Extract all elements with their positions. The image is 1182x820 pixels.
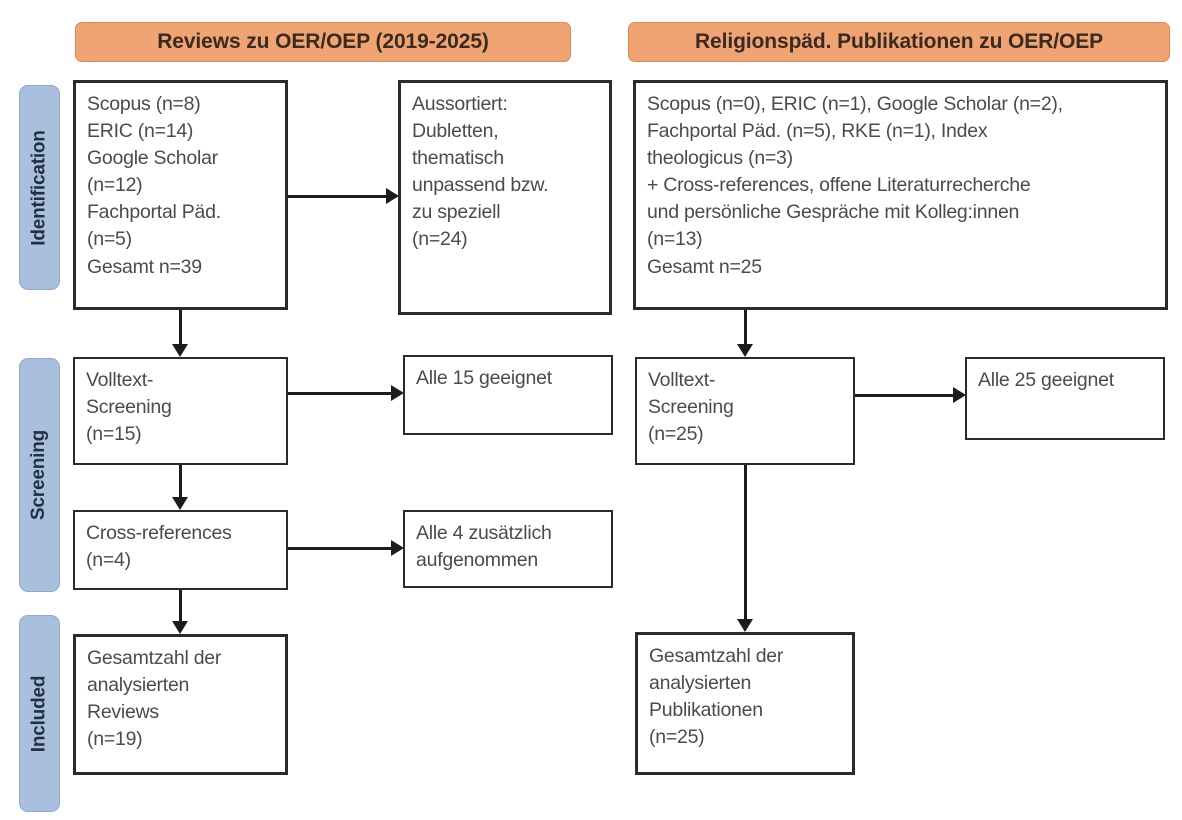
box-line: (n=25) <box>649 726 705 749</box>
stage-label-screening-text: Screening <box>28 429 50 521</box>
box-line: Aussortiert: <box>412 93 508 115</box>
box-line: (n=25) <box>648 423 704 446</box>
connector-left-fulltext-to-crossref <box>179 465 182 497</box>
box-left-included-total: Gesamtzahl der analysierten Reviews (n=1… <box>73 634 288 775</box>
box-line: analysierten <box>649 672 752 695</box>
box-line: aufgenommen <box>416 549 538 572</box>
box-left-fulltext-screening: Volltext- Screening (n=15) <box>73 357 288 465</box>
stage-label-identification-text: Identification <box>28 129 50 246</box>
box-line: (n=19) <box>87 728 143 751</box>
box-line: Screening <box>648 396 734 419</box>
box-line: Screening <box>86 396 172 419</box>
box-right-included-total: Gesamtzahl der analysierten Publikatione… <box>635 632 855 775</box>
box-line: Alle 25 geeignet <box>978 369 1114 391</box>
arrow-head-left-fulltext-to-crossref <box>172 497 188 510</box>
connector-right-fulltext-to-included <box>744 465 747 619</box>
stage-label-screening: Screening <box>19 358 60 592</box>
box-line: Reviews <box>87 701 159 724</box>
box-line: (n=24) <box>412 228 468 251</box>
connector-left-crossref-to-included <box>179 590 182 621</box>
box-line: Google Scholar <box>87 147 218 170</box>
box-right-eligible: Alle 25 geeignet <box>965 357 1165 440</box>
box-line: Gesamtzahl der <box>87 647 222 669</box>
column-banner-reviews: Reviews zu OER/OEP (2019-2025) <box>75 22 571 62</box>
connector-left-fulltext-to-eligible <box>288 392 391 395</box>
box-left-eligible: Alle 15 geeignet <box>403 355 613 435</box>
arrow-head-right-fulltext-to-included <box>737 619 753 632</box>
connector-left-sources-to-excluded <box>288 195 386 198</box>
box-line: (n=12) <box>87 174 143 197</box>
box-line: analysierten <box>87 674 190 697</box>
box-line: + Cross-references, offene Literaturrech… <box>647 174 1031 197</box>
box-line: theologicus (n=3) <box>647 147 793 170</box>
box-right-fulltext-screening: Volltext- Screening (n=25) <box>635 357 855 465</box>
box-line: (n=13) <box>647 228 703 251</box>
arrow-head-right-fulltext-to-eligible <box>953 387 966 403</box>
box-right-sources: Scopus (n=0), ERIC (n=1), Google Scholar… <box>633 80 1168 310</box>
arrow-head-left-sources-to-excluded <box>386 188 399 204</box>
connector-left-crossref-to-added <box>288 547 391 550</box>
box-line: Volltext- <box>86 369 154 391</box>
stage-label-included-text: Included <box>28 675 50 752</box>
box-left-crossreferences-added: Alle 4 zusätzlich aufgenommen <box>403 510 613 588</box>
box-line: Dubletten, <box>412 120 499 143</box>
column-banner-publications: Religionspäd. Publikationen zu OER/OEP <box>628 22 1170 62</box>
arrow-head-left-crossref-to-included <box>172 621 188 634</box>
box-line: (n=5) <box>87 228 132 251</box>
connector-right-sources-to-fulltext <box>744 310 747 344</box>
box-line: Gesamtzahl der <box>649 645 784 667</box>
box-line: thematisch <box>412 147 504 170</box>
connector-right-fulltext-to-eligible <box>855 394 953 397</box>
box-line: Volltext- <box>648 369 716 391</box>
box-line: Alle 4 zusätzlich <box>416 522 552 544</box>
box-line: unpassend bzw. <box>412 174 549 197</box>
arrow-head-left-crossref-to-added <box>391 540 404 556</box>
box-line: Scopus (n=0), ERIC (n=1), Google Scholar… <box>647 93 1063 115</box>
box-line: Cross-references <box>86 522 232 544</box>
box-line: und persönliche Gespräche mit Kolleg:inn… <box>647 201 1020 224</box>
box-line: Gesamt n=39 <box>87 255 202 278</box>
arrow-head-left-sources-to-fulltext <box>172 344 188 357</box>
box-left-crossreferences: Cross-references (n=4) <box>73 510 288 590</box>
box-line: zu speziell <box>412 201 501 224</box>
box-line: Gesamt n=25 <box>647 255 762 278</box>
box-line: ERIC (n=14) <box>87 120 194 143</box>
box-left-sources: Scopus (n=8) ERIC (n=14) Google Scholar … <box>73 80 288 310</box>
box-left-excluded: Aussortiert: Dubletten, thematisch unpas… <box>398 80 612 315</box>
box-line: Fachportal Päd. <box>87 201 221 224</box>
box-line: Alle 15 geeignet <box>416 367 552 389</box>
box-line: Fachportal Päd. (n=5), RKE (n=1), Index <box>647 120 988 143</box>
box-line: Scopus (n=8) <box>87 93 201 115</box>
arrow-head-left-fulltext-to-eligible <box>391 385 404 401</box>
box-line: Publikationen <box>649 699 763 722</box>
connector-left-sources-to-fulltext <box>179 310 182 344</box>
stage-label-identification: Identification <box>19 85 60 290</box>
arrow-head-right-sources-to-fulltext <box>737 344 753 357</box>
box-line: (n=15) <box>86 423 142 446</box>
stage-label-included: Included <box>19 615 60 812</box>
box-line: (n=4) <box>86 549 131 572</box>
